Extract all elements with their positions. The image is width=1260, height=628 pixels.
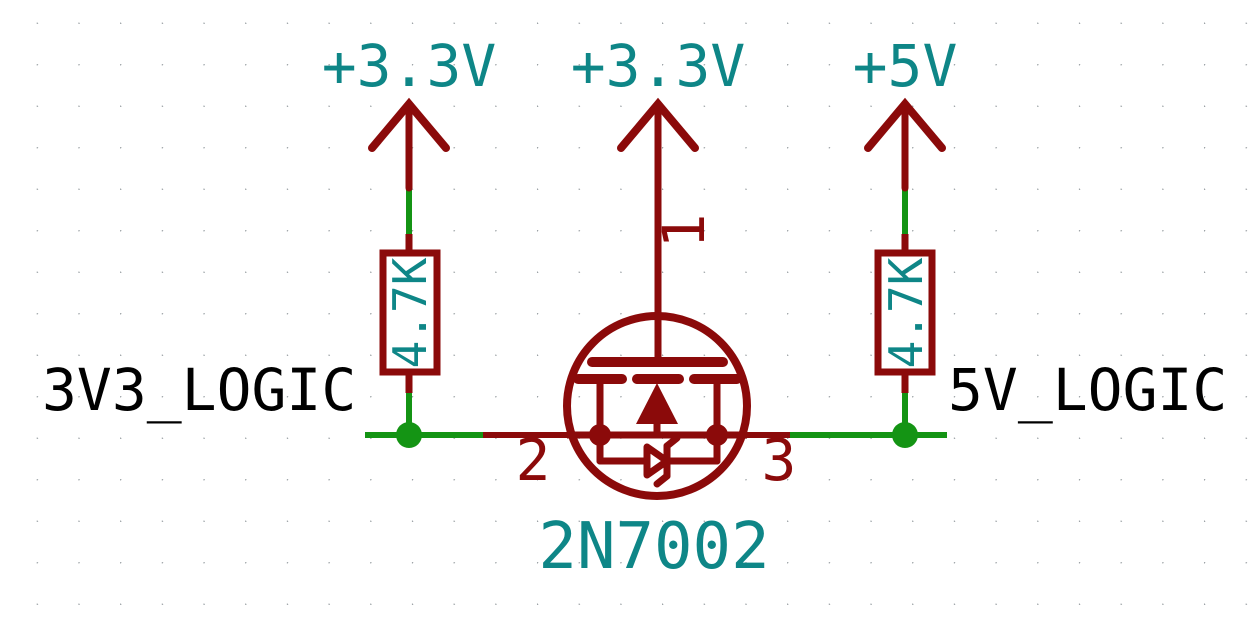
power-arrow-icon bbox=[617, 97, 699, 152]
power-arrow-icon bbox=[864, 97, 946, 152]
mosfet-symbol[interactable] bbox=[483, 312, 790, 500]
mosfet-body-circle bbox=[563, 312, 751, 500]
resistor-value-right[interactable]: 4.7K bbox=[879, 257, 933, 369]
power-label-5v[interactable]: +5V bbox=[852, 32, 958, 100]
junction-dot-left[interactable] bbox=[396, 422, 422, 448]
body-diode-icon bbox=[596, 431, 721, 488]
pin-number-drain[interactable]: 3 bbox=[761, 426, 797, 494]
resistor-right[interactable] bbox=[874, 234, 936, 393]
resistor-body bbox=[874, 249, 936, 376]
pin-number-gate[interactable]: 1 bbox=[650, 213, 718, 249]
component-value-2n7002[interactable]: 2N7002 bbox=[538, 510, 770, 584]
resistor-body bbox=[379, 249, 441, 376]
resistor-value-left[interactable]: 4.7K bbox=[383, 257, 437, 369]
resistor-left[interactable] bbox=[379, 234, 441, 393]
junction-dot-right[interactable] bbox=[892, 422, 918, 448]
power-symbol-5v[interactable] bbox=[864, 97, 946, 192]
pin-number-source[interactable]: 2 bbox=[515, 426, 551, 494]
power-label-3v3-left[interactable]: +3.3V bbox=[321, 32, 497, 100]
net-label-5v-logic[interactable]: 5V_LOGIC bbox=[948, 356, 1228, 424]
wire-group bbox=[365, 188, 947, 438]
substrate-arrow-icon bbox=[636, 383, 678, 424]
net-label-3v3-logic[interactable]: 3V3_LOGIC bbox=[42, 356, 357, 424]
power-arrow-icon bbox=[368, 97, 450, 152]
power-symbol-3v3-left[interactable] bbox=[368, 97, 450, 192]
power-label-3v3-middle[interactable]: +3.3V bbox=[570, 32, 746, 100]
